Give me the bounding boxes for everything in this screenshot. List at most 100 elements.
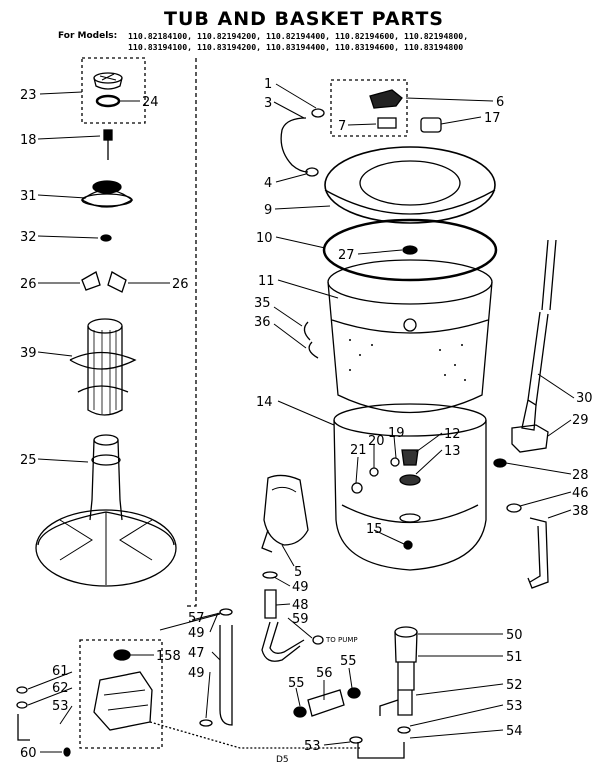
callout-49-mid: 49 xyxy=(188,626,205,641)
callout-25: 25 xyxy=(20,453,37,468)
callout-6: 6 xyxy=(496,95,504,110)
callout-18: 18 xyxy=(20,133,37,148)
callout-54: 54 xyxy=(506,724,523,739)
callout-26-right: 26 xyxy=(172,277,189,292)
callout-49-upper: 49 xyxy=(292,580,309,595)
part-38-hose xyxy=(527,517,549,589)
part-6-lid-switch xyxy=(369,89,442,133)
callout-13: 13 xyxy=(444,444,461,459)
callout-15: 15 xyxy=(366,522,383,537)
callout-53-left: 53 xyxy=(52,699,69,714)
part-29-inlet-valve xyxy=(511,424,549,453)
part-46-clamp xyxy=(506,503,522,513)
callout-4: 4 xyxy=(264,176,272,191)
model-list-line-1: 110.82184100, 110.82194200, 110.82194400… xyxy=(128,31,469,41)
to-pump-label: TO PUMP xyxy=(325,636,358,644)
pump-hose-connection xyxy=(149,721,360,749)
part-60-screw xyxy=(63,747,71,757)
part-14-outer-tub xyxy=(333,403,487,571)
callout-20: 20 xyxy=(368,434,385,449)
callout-51: 51 xyxy=(506,650,523,665)
part-11-wash-basket xyxy=(327,259,493,414)
callout-31: 31 xyxy=(20,189,37,204)
part-30-fill-hose xyxy=(521,239,557,431)
callout-12: 12 xyxy=(444,427,461,442)
callout-23: 23 xyxy=(20,88,37,103)
part-48-hose xyxy=(262,571,278,619)
part-35-36-clips xyxy=(303,321,319,359)
callout-5: 5 xyxy=(294,565,302,580)
callout-49-lower: 49 xyxy=(188,666,205,681)
callout-19: 19 xyxy=(388,426,405,441)
model-list: 110.82184100, 110.82194200, 110.82194400… xyxy=(128,31,603,53)
callout-17: 17 xyxy=(484,111,501,126)
group-box-6 xyxy=(330,79,408,137)
part-32-washer xyxy=(100,234,112,242)
callout-53-bottom: 53 xyxy=(304,739,321,754)
callout-7: 7 xyxy=(338,119,346,134)
callout-29: 29 xyxy=(572,413,589,428)
models-label: For Models: xyxy=(58,31,118,41)
part-53-54-hose xyxy=(349,726,411,759)
model-list-line-2: 110.83194100, 110.83194200, 110.83194400… xyxy=(128,42,464,52)
callout-27: 27 xyxy=(338,248,355,263)
diagram-title: TUB AND BASKET PARTS xyxy=(164,8,444,30)
callout-10: 10 xyxy=(256,231,273,246)
left-group-boundary xyxy=(185,58,197,607)
callout-38: 38 xyxy=(572,504,589,519)
callout-52: 52 xyxy=(506,678,523,693)
group-box-pump xyxy=(79,639,163,749)
diagram-code: D5 xyxy=(276,755,289,765)
part-61-62-clamps xyxy=(16,686,30,741)
part-23-cap xyxy=(93,72,123,90)
callout-57: 57 xyxy=(188,611,205,626)
callout-35: 35 xyxy=(254,296,271,311)
part-18-bolt xyxy=(103,129,113,160)
callout-26-left: 26 xyxy=(20,277,37,292)
part-31-agitator-cap xyxy=(80,180,134,208)
callout-39: 39 xyxy=(20,346,37,361)
callout-32: 32 xyxy=(20,230,37,245)
part-26-clips xyxy=(81,271,127,293)
callout-60: 60 xyxy=(20,746,37,761)
callout-9: 9 xyxy=(264,203,272,218)
part-47-hose xyxy=(199,608,233,727)
callout-48: 48 xyxy=(292,598,309,613)
callout-24: 24 xyxy=(142,95,159,110)
callout-11: 11 xyxy=(258,274,275,289)
callout-3: 3 xyxy=(264,96,272,111)
callout-47: 47 xyxy=(188,646,205,661)
callout-21: 21 xyxy=(350,443,367,458)
part-28-nut xyxy=(493,458,507,468)
part-56-coupling xyxy=(293,687,361,718)
callout-numbers: 23 24 18 31 32 26 26 39 25 1 3 4 6 7 17 … xyxy=(20,77,593,765)
callout-55-left: 55 xyxy=(288,676,305,691)
part-24-ring xyxy=(95,94,121,108)
callout-30: 30 xyxy=(576,391,593,406)
callout-50: 50 xyxy=(506,628,523,643)
part-39-agitator-auger xyxy=(69,318,137,416)
part-50-52-drain-valve xyxy=(379,626,418,716)
callout-61: 61 xyxy=(52,664,69,679)
callout-36: 36 xyxy=(254,315,271,330)
callout-14: 14 xyxy=(256,395,273,410)
callout-62: 62 xyxy=(52,681,69,696)
group-box-23-24 xyxy=(81,57,146,124)
leader-lines xyxy=(27,83,575,753)
callout-56: 56 xyxy=(316,666,333,681)
callout-28: 28 xyxy=(572,468,589,483)
callout-53-right: 53 xyxy=(506,699,523,714)
callout-55-right: 55 xyxy=(340,654,357,669)
part-27-nut xyxy=(402,245,418,255)
part-59-drain-hose xyxy=(261,621,324,662)
part-3-pressure-hose xyxy=(280,108,325,177)
callout-1: 1 xyxy=(264,77,272,92)
part-25-agitator-base xyxy=(35,434,177,587)
part-9-tub-ring xyxy=(324,146,496,224)
callout-59: 59 xyxy=(292,612,309,627)
part-158-pump xyxy=(93,649,153,731)
part-10-gasket xyxy=(322,218,498,282)
callout-158: 158 xyxy=(156,649,181,664)
